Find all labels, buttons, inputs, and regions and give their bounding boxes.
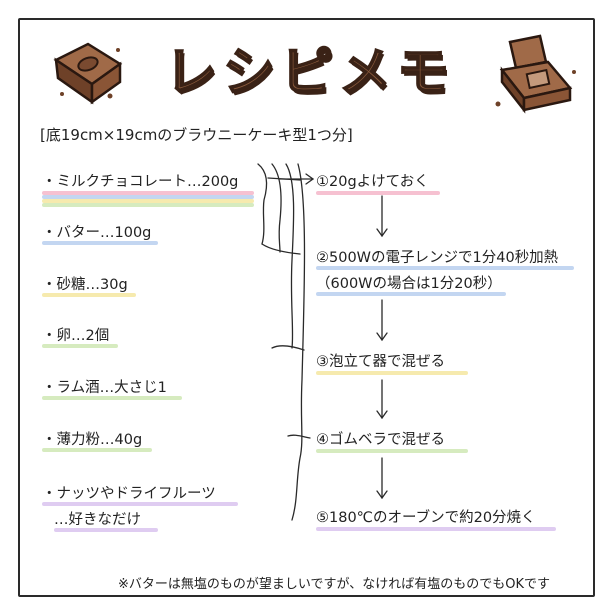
ingredient-egg-underline bbox=[42, 344, 118, 348]
page-title: レシピメモ bbox=[164, 42, 455, 104]
ingredient-nuts: ・ナッツやドライフルーツ bbox=[42, 486, 216, 502]
step-5: ⑤180℃のオーブンで約20分焼く bbox=[316, 510, 536, 526]
ingredient-sugar: ・砂糖…30g bbox=[42, 277, 128, 293]
ingredient-chocolate-underline-3 bbox=[42, 199, 254, 203]
ingredient-nuts-underline bbox=[42, 502, 238, 506]
ingredient-rum: ・ラム酒…大さじ1 bbox=[42, 380, 167, 396]
recipe-subtitle: [底19cm×19cmのブラウニーケーキ型1つ分] bbox=[40, 126, 353, 144]
step-1: ①20gよけておく bbox=[316, 174, 429, 190]
step-1-underline bbox=[316, 191, 440, 195]
chocolate-pieces-right-icon bbox=[495, 34, 576, 114]
ingredient-butter-underline bbox=[42, 241, 158, 245]
chocolate-piece-left-icon bbox=[53, 42, 123, 105]
step-2-underline bbox=[316, 266, 574, 270]
step-5-underline bbox=[316, 527, 556, 531]
step-3-underline bbox=[316, 371, 468, 375]
card-frame bbox=[18, 18, 595, 597]
ingredient-chocolate-underline-4 bbox=[42, 203, 254, 207]
ingredient-egg: ・卵…2個 bbox=[42, 328, 110, 344]
ingredient-chocolate-underline-2 bbox=[42, 195, 254, 199]
ingredient-butter: ・バター…100g bbox=[42, 225, 152, 241]
ingredient-chocolate-underline-1 bbox=[42, 191, 254, 195]
step-4: ④ゴムベラで混ぜる bbox=[316, 432, 445, 448]
step-2-note-underline bbox=[316, 292, 506, 296]
ingredient-nuts-amount-underline bbox=[54, 528, 158, 532]
ingredient-flour-underline bbox=[42, 448, 152, 452]
step-2: ②500Wの電子レンジで1分40秒加熱 bbox=[316, 250, 559, 266]
ingredient-flour: ・薄力粉…40g bbox=[42, 432, 143, 448]
step-3: ③泡立て器で混ぜる bbox=[316, 354, 445, 370]
ingredient-chocolate: ・ミルクチョコレート…200g bbox=[42, 174, 239, 190]
ingredient-nuts-amount: …好きなだけ bbox=[54, 512, 141, 528]
step-2-note: （600Wの場合は1分20秒） bbox=[316, 276, 502, 292]
step-4-underline bbox=[316, 449, 468, 453]
ingredient-rum-underline bbox=[42, 396, 182, 400]
footnote: ※バターは無塩のものが望ましいですが、なければ有塩のものでもOKです bbox=[118, 577, 551, 592]
ingredient-sugar-underline bbox=[42, 293, 136, 297]
